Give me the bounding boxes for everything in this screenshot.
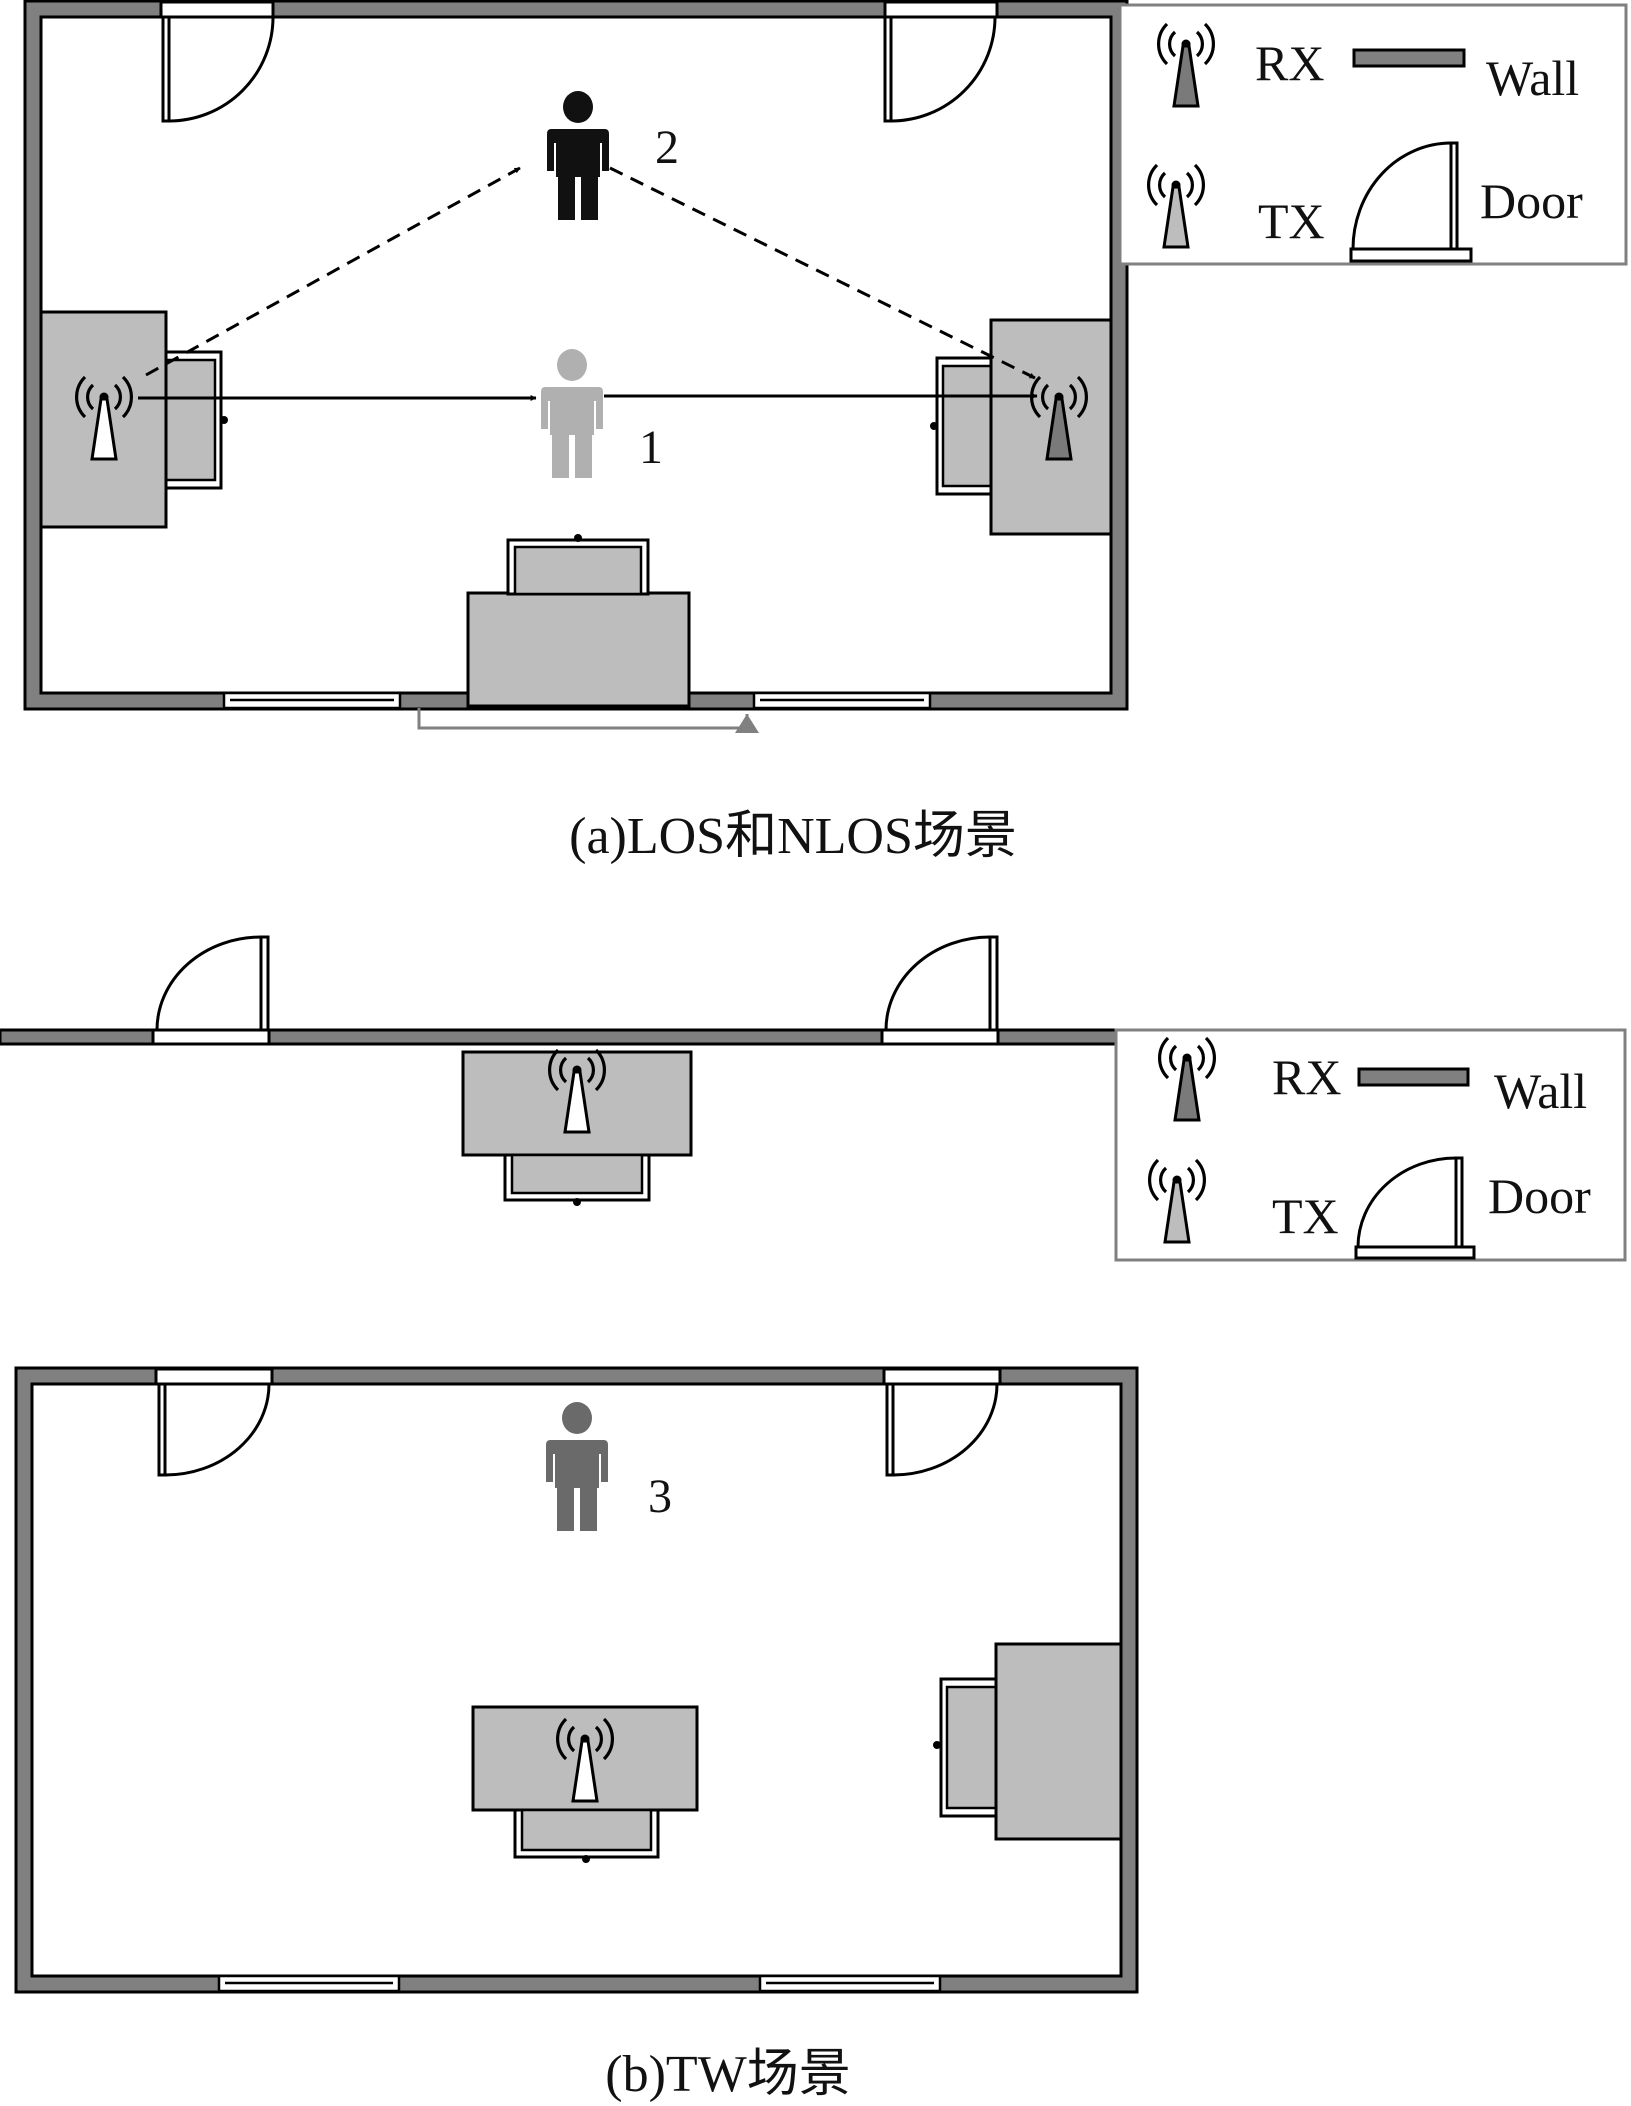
person-icon	[541, 349, 603, 478]
person-2-label: 2	[655, 121, 679, 174]
chair	[503, 1153, 651, 1206]
person-1-label: 1	[639, 421, 663, 474]
legend-rx-label: RX	[1255, 35, 1324, 91]
window	[222, 691, 402, 710]
chair	[158, 350, 228, 490]
room-b: 3	[14, 1366, 1139, 1994]
door	[157, 1382, 271, 1477]
legend-wall-label: Wall	[1494, 1063, 1587, 1119]
chair	[513, 1808, 660, 1863]
window	[217, 1974, 401, 1993]
door	[155, 935, 270, 1032]
door-swatch	[1354, 1156, 1476, 1260]
chair	[506, 534, 650, 596]
desk	[994, 1642, 1123, 1841]
chair	[933, 1677, 1004, 1818]
person-3-label: 3	[648, 1470, 672, 1523]
legend-door-label: Door	[1480, 173, 1583, 229]
nlos-path	[609, 166, 1036, 380]
window	[752, 691, 932, 710]
legend-rx-label: RX	[1272, 1049, 1341, 1105]
door	[885, 1382, 999, 1477]
legend-door-label: Door	[1488, 1168, 1591, 1224]
nlos-path	[145, 166, 521, 377]
door	[161, 15, 275, 123]
legend-tx-label: TX	[1272, 1188, 1339, 1244]
chair	[930, 356, 1000, 496]
caption-b: (b)TW场景	[605, 2046, 850, 2103]
person-icon	[546, 1402, 608, 1531]
door	[883, 15, 997, 123]
desk	[466, 591, 691, 708]
corridor-b	[0, 935, 1122, 1206]
wall-swatch	[1357, 1067, 1470, 1087]
person-icon	[547, 91, 609, 220]
legend: RX Wall TX Door	[1118, 3, 1628, 266]
window	[758, 1974, 942, 1993]
room-a: 2 1	[23, 0, 1129, 733]
caption-a: (a)LOS和NLOS场景	[569, 808, 1017, 865]
legend-wall-label: Wall	[1486, 50, 1579, 106]
desk	[39, 310, 168, 529]
legend-tx-label: TX	[1258, 193, 1325, 249]
door-swatch	[1349, 141, 1473, 263]
wall	[16, 1368, 1137, 1992]
wall-swatch	[1352, 48, 1466, 68]
door	[884, 935, 999, 1032]
legend: RX Wall TX Door	[1114, 1028, 1627, 1262]
